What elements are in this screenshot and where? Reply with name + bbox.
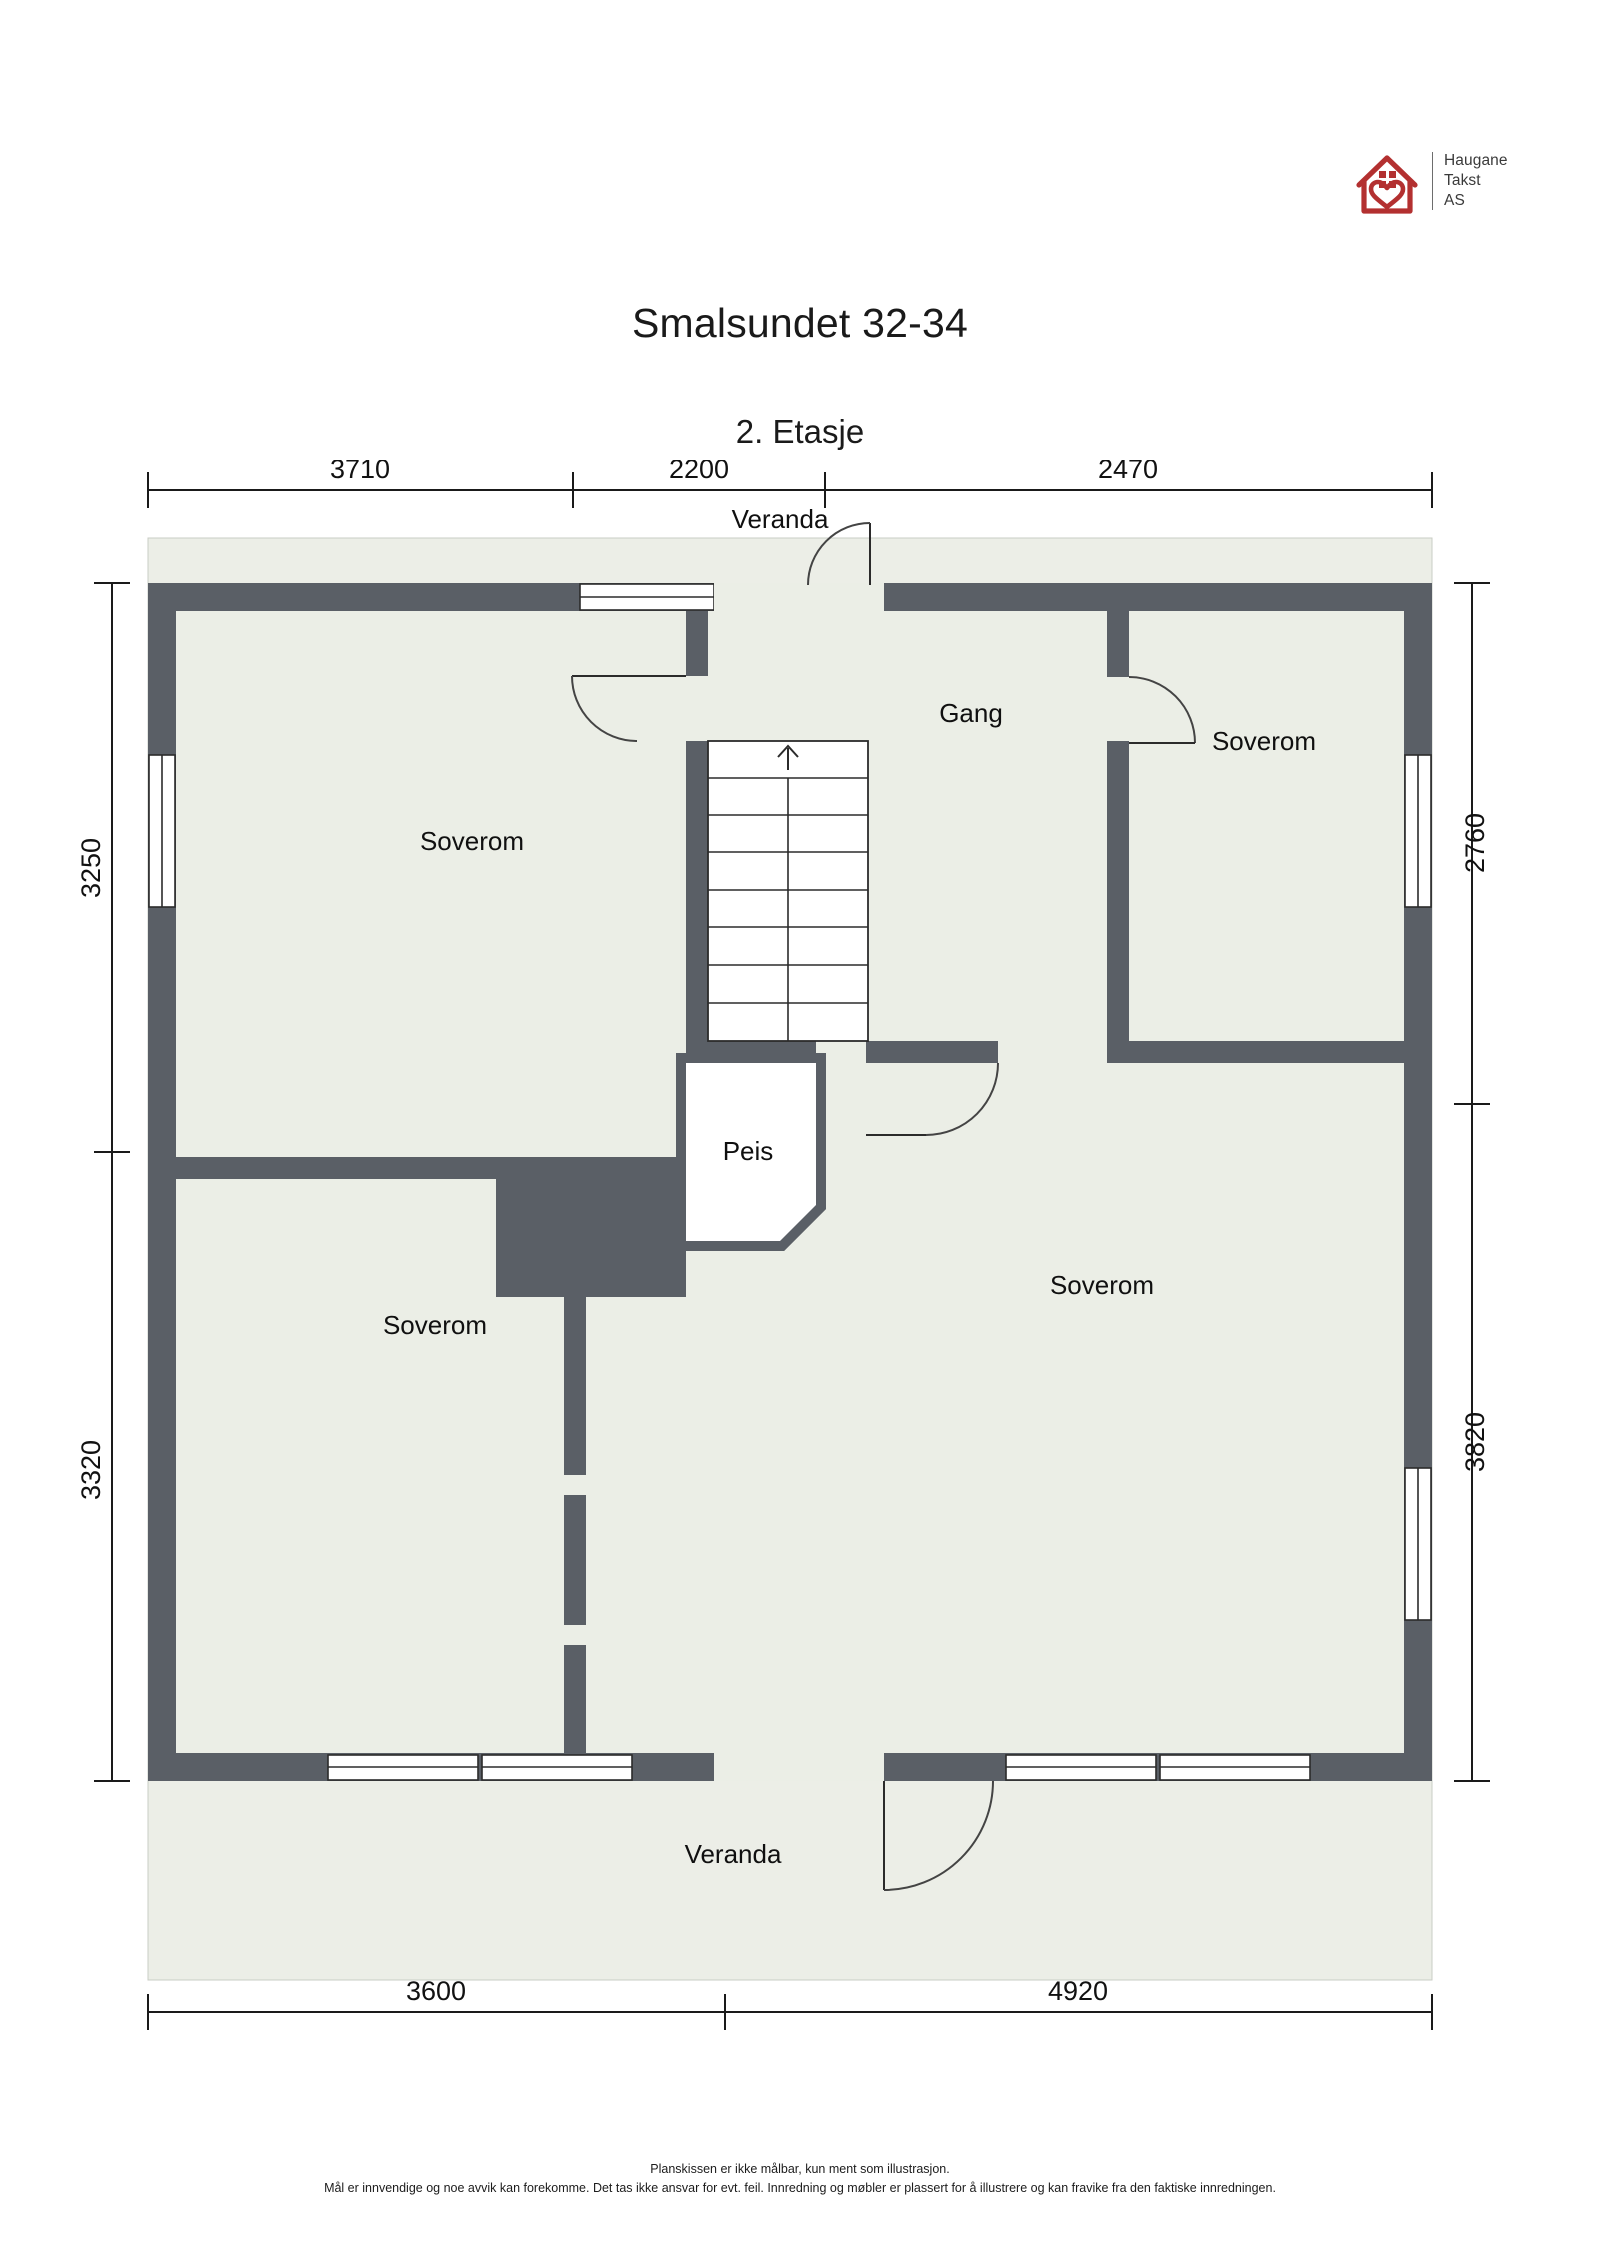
logo-wordmark: Haugane Takst AS — [1444, 151, 1508, 210]
company-logo: Haugane Takst AS — [1353, 145, 1508, 217]
dim-right-2: 3820 — [1460, 1412, 1490, 1472]
dim-top-1: 3710 — [330, 460, 390, 484]
logo-divider — [1432, 152, 1433, 210]
house-heart-icon — [1356, 155, 1418, 214]
dim-bottom-2: 4920 — [1048, 1976, 1108, 2006]
room-label-soverom-top-left: Soverom — [420, 826, 524, 856]
dimension-line-right: 2760 3820 — [1454, 582, 1490, 1782]
window-top — [579, 583, 715, 611]
entry-niche-top — [714, 522, 884, 611]
dimension-line-left: 3250 3320 — [80, 582, 130, 1782]
room-label-peis: Peis — [723, 1136, 774, 1166]
dim-left-2: 3320 — [80, 1440, 106, 1500]
floor-plan: 3710 2200 2470 3600 4920 3250 3320 2760 … — [80, 460, 1520, 2080]
logo-line-1: Haugane — [1444, 152, 1508, 170]
dimension-line-bottom: 3600 4920 — [147, 1976, 1433, 2030]
logo-line-3: AS — [1444, 191, 1465, 209]
dimension-line-top: 3710 2200 2470 — [147, 460, 1433, 508]
page-title: Smalsundet 32-34 — [632, 300, 968, 346]
dim-bottom-1: 3600 — [406, 1976, 466, 2006]
up-arrow-icon — [777, 744, 799, 770]
window-right-lower — [1404, 1467, 1432, 1621]
logo-line-2: Takst — [1444, 172, 1481, 190]
room-label-soverom-bottom-left: Soverom — [383, 1310, 487, 1340]
fireplace-peis — [676, 1053, 826, 1251]
footer-line-1: Planskissen er ikke målbar, kun ment som… — [650, 2162, 950, 2176]
footer-line-2: Mål er innvendige og noe avvik kan forek… — [324, 2180, 1276, 2195]
floor-subtitle: 2. Etasje — [735, 413, 865, 450]
interior-walls — [176, 611, 1432, 1781]
window-bottom-right — [1005, 1754, 1311, 1781]
room-label-veranda-top: Veranda — [732, 504, 829, 534]
dim-top-3: 2470 — [1098, 460, 1158, 484]
window-bottom-left — [327, 1754, 633, 1781]
room-label-soverom-top-right: Soverom — [1212, 726, 1316, 756]
room-label-soverom-bottom-right: Soverom — [1050, 1270, 1154, 1300]
doors — [571, 675, 1196, 1891]
footer-disclaimer: Planskissen er ikke målbar, kun ment som… — [0, 2160, 1600, 2198]
room-label-veranda-bottom: Veranda — [685, 1839, 782, 1869]
staircase — [707, 740, 869, 1042]
dim-top-2: 2200 — [669, 460, 729, 484]
window-right-upper — [1404, 754, 1432, 908]
dim-left-1: 3250 — [80, 838, 106, 898]
room-label-gang: Gang — [939, 698, 1003, 728]
window-left-upper — [148, 754, 176, 908]
dim-right-1: 2760 — [1460, 813, 1490, 873]
